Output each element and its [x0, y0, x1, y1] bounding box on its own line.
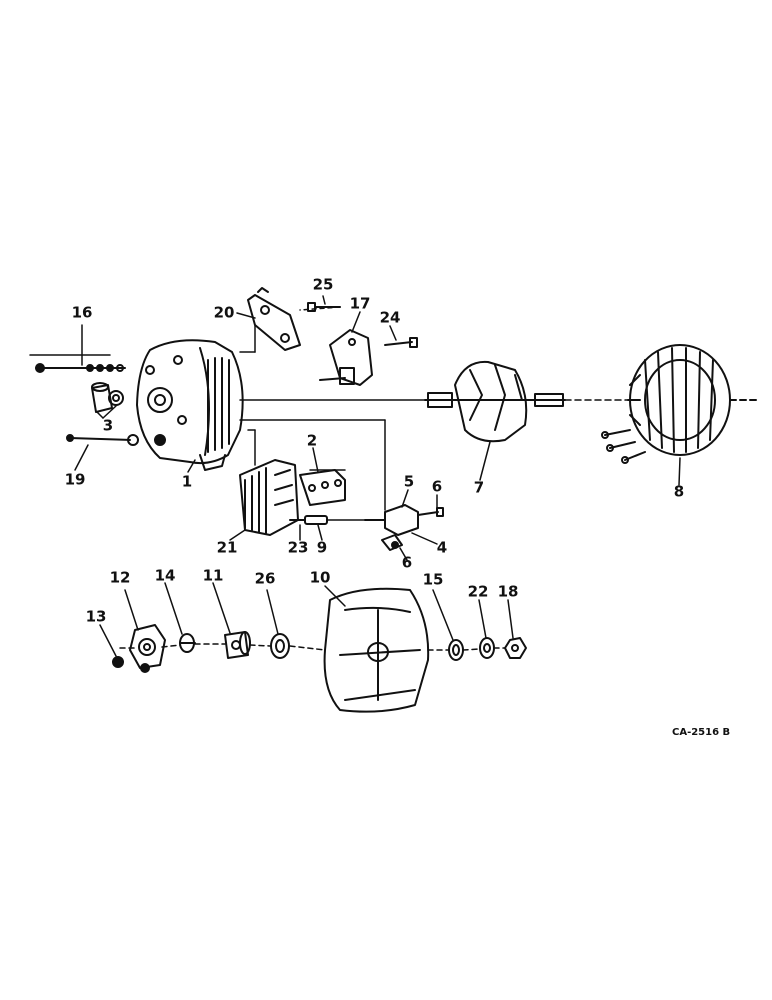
- part-21-rectifier-heatsink: [239, 459, 299, 536]
- part-19-through-bolt: [66, 434, 139, 446]
- callout-24: 24: [379, 308, 401, 327]
- callout-3: 3: [102, 416, 114, 435]
- callout-25: 25: [312, 275, 334, 294]
- part-6-screw-lower: [391, 541, 399, 549]
- callout-20: 20: [213, 303, 235, 322]
- part-20-mounting-bracket: [247, 287, 301, 351]
- callout-11: 11: [202, 566, 224, 585]
- part-12-retainer-plate: [129, 624, 166, 669]
- callout-4: 4: [436, 538, 448, 557]
- callout-16: 16: [71, 303, 93, 322]
- part-24-screw: [384, 337, 418, 348]
- part-9-insulator: [304, 515, 328, 525]
- leader-lines: [74, 295, 681, 657]
- assembly-lines: [119, 306, 631, 651]
- part-14-collar: [179, 633, 196, 653]
- callout-12: 12: [109, 568, 131, 587]
- callout-2: 2: [306, 431, 318, 450]
- callout-5: 5: [403, 472, 415, 491]
- part-18-nut: [504, 637, 527, 659]
- callout-18: 18: [497, 582, 519, 601]
- part-22-washer: [479, 637, 495, 659]
- part-15-spacer: [448, 639, 464, 661]
- callout-6-upper: 6: [431, 477, 443, 496]
- callout-22: 22: [467, 582, 489, 601]
- part-7-rotor: [424, 360, 566, 443]
- callout-17: 17: [349, 294, 371, 313]
- part-16-through-bolt: [29, 354, 126, 373]
- callout-7: 7: [473, 478, 485, 497]
- part-4-terminal: [381, 534, 403, 551]
- callout-21: 21: [216, 538, 238, 557]
- callout-1: 1: [181, 472, 193, 491]
- callout-19: 19: [64, 470, 86, 489]
- callout-15: 15: [422, 570, 444, 589]
- callout-10: 10: [309, 568, 331, 587]
- part-17-brush-holder: [319, 329, 373, 386]
- part-3-bearing-sleeve: [91, 382, 124, 413]
- callout-6-lower: 6: [401, 553, 413, 572]
- callout-26: 26: [254, 569, 276, 588]
- callout-8: 8: [673, 482, 685, 501]
- callout-9: 9: [316, 538, 328, 557]
- part-13-screw: [112, 656, 150, 673]
- part-5-capacitor: [364, 504, 419, 536]
- part-26-washer: [270, 633, 290, 659]
- part-2-diode-trio: [299, 469, 346, 506]
- part-10-drive-end-frame: [323, 587, 430, 713]
- callout-14: 14: [154, 566, 176, 585]
- part-8-stator: [601, 344, 761, 464]
- figure-code: CA-2516 B: [672, 727, 731, 738]
- callout-23: 23: [287, 538, 309, 557]
- part-1-end-frame-housing: [136, 339, 244, 471]
- part-6-screw-upper: [417, 507, 444, 517]
- callout-13: 13: [85, 607, 107, 626]
- part-25-bolt: [307, 302, 341, 312]
- part-11-bearing: [224, 631, 251, 659]
